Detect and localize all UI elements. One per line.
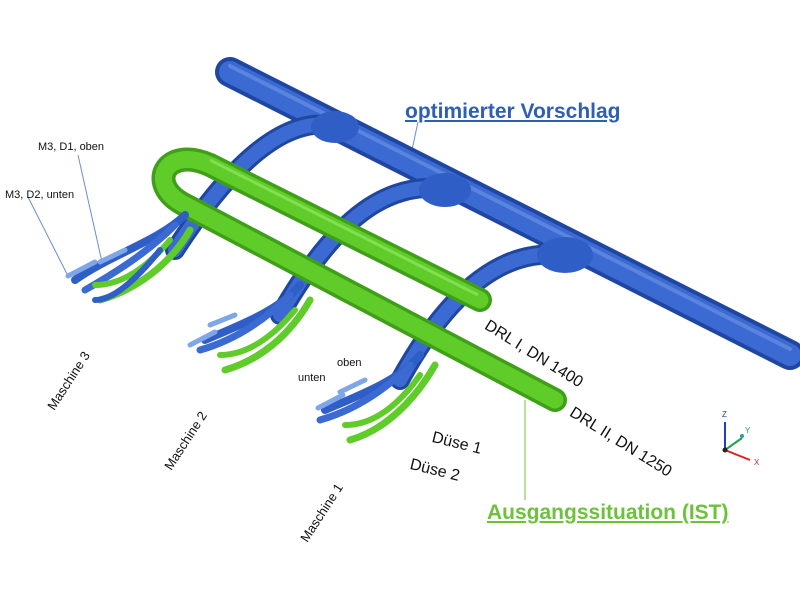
axis-x-label: X: [754, 458, 760, 467]
green-pipe-system: [151, 147, 567, 412]
initial-situation-title: Ausgangssituation (IST): [487, 501, 729, 524]
label-oben: oben: [337, 357, 362, 369]
axis-triad: [722, 422, 751, 461]
blue-pipe-system: [165, 57, 800, 390]
label-m3-d2: M3, D2, unten: [5, 189, 75, 201]
axis-z-label: Z: [722, 410, 727, 419]
nozzle-cluster-m3: [65, 211, 194, 304]
optimized-proposal-title: optimierter Vorschlag: [405, 100, 621, 123]
axis-y-label: Y: [745, 426, 751, 435]
nozzle-cluster-m2: [187, 281, 314, 374]
nozzle-cluster-m1: [315, 351, 439, 444]
leader-lines: [27, 121, 526, 500]
label-m3-d1: M3, D1, oben: [38, 141, 105, 153]
label-unten: unten: [298, 372, 326, 384]
